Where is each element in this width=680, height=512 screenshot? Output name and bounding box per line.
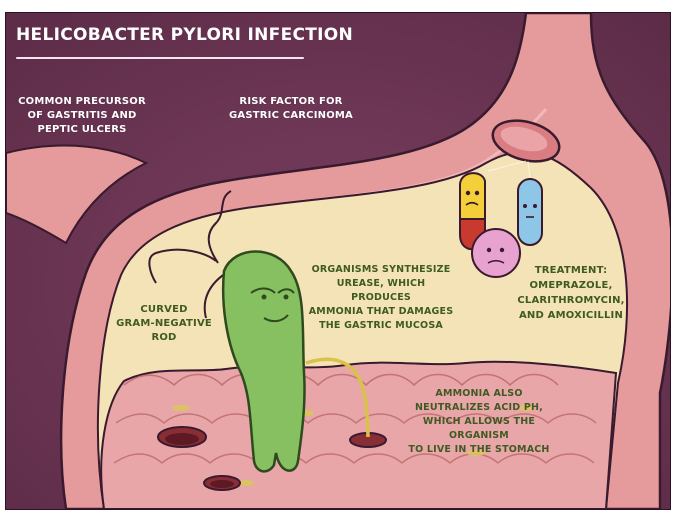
lid-icon	[487, 119, 561, 190]
pill-pink-icon	[471, 228, 521, 278]
h-pylori-bacterium-icon	[148, 190, 306, 473]
label-risk-factor: RISK FACTOR FOR GASTRIC CARCINOMA	[228, 96, 353, 121]
illustration-panel: HELICOBACTER PYLORI INFECTION COMMON PRE…	[5, 12, 671, 510]
label-curved-rod: CURVED GRAM-NEGATIVE ROD	[116, 304, 212, 343]
page-title: HELICOBACTER PYLORI INFECTION	[16, 25, 354, 45]
label-precursor: COMMON PRECURSOR OF GASTRITIS AND PEPTIC…	[18, 96, 146, 135]
title-underline	[16, 57, 304, 59]
label-urease: ORGANISMS SYNTHESIZE UREASE, WHICH PRODU…	[308, 264, 454, 331]
label-ammonia: AMMONIA ALSO NEUTRALIZES ACID PH, WHICH …	[408, 388, 550, 455]
label-treatment: TREATMENT: OMEPRAZOLE, CLARITHROMYCIN, A…	[517, 265, 625, 321]
stomach-illustration	[6, 13, 670, 509]
ulcer-icon	[157, 426, 387, 491]
pill-blue-icon	[517, 178, 543, 246]
